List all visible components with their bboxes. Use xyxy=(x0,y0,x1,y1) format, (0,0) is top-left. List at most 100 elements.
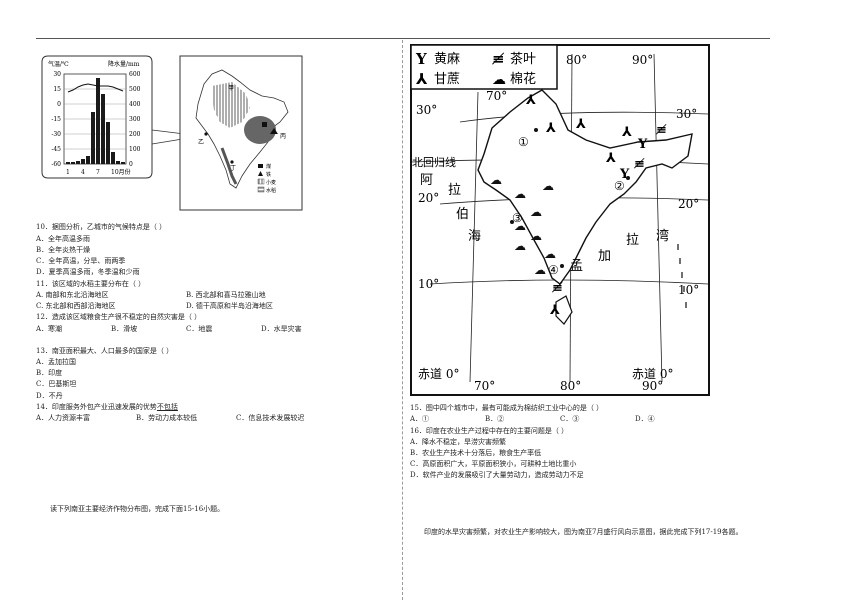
sugarcane-icon: ⅄ xyxy=(546,121,556,136)
q11-option-c: C. 东北部和西部沿海地区 xyxy=(36,302,116,310)
q11-stem: 11．该区域的水稻主要分布在（ ） xyxy=(36,280,146,288)
legend-cotton: 棉花 xyxy=(510,71,536,87)
tropic-label: 北回归线 xyxy=(412,155,456,169)
temp-tick: 0 xyxy=(57,101,61,108)
jute-icon: Y xyxy=(415,50,427,68)
top-rule xyxy=(36,38,770,39)
q13-option-d: D．不丹 xyxy=(36,392,63,400)
cotton-icon: ☁ xyxy=(514,239,526,253)
city-3-dot xyxy=(510,220,514,224)
bay-char: 拉 xyxy=(626,233,639,248)
city-3-label: ③ xyxy=(512,211,523,225)
precip-bar xyxy=(91,112,95,164)
sugarcane-icon: ⅄ xyxy=(526,93,536,108)
city-1-label: ① xyxy=(518,135,529,149)
temp-tick: -60 xyxy=(51,161,61,168)
lon-bottom-80: 80° xyxy=(560,379,581,393)
tea-icon: ≢ xyxy=(634,157,645,172)
q12-option-d: D．水旱灾害 xyxy=(261,325,302,333)
precip-tick: 200 xyxy=(129,131,141,138)
precip-tick: 400 xyxy=(129,101,141,108)
precip-bar xyxy=(86,156,90,164)
cotton-icon: ☁ xyxy=(490,173,502,187)
q10-option-b: B．全年炎热干燥 xyxy=(36,246,91,254)
island-dots xyxy=(677,244,687,308)
q12-option-a: A．寒潮 xyxy=(36,325,63,333)
lat-right-30: 30° xyxy=(676,107,697,121)
parallel-10 xyxy=(429,279,709,285)
label-bing: 丙 xyxy=(280,133,286,140)
jute-icon: Y xyxy=(637,137,648,152)
q16-option-c: C．高原面积广大，平原面积狭小，可耕种土地比重小 xyxy=(410,460,577,468)
temp-curve xyxy=(67,83,124,93)
precip-bar xyxy=(76,161,80,164)
q16-stem: 16．印度在农业生产过程中存在的主要问题是（ ） xyxy=(410,427,569,435)
wheat-region xyxy=(212,82,250,128)
legend-rice: 水稻 xyxy=(266,187,276,194)
sea-char: 阿 xyxy=(420,173,433,188)
precip-tick: 100 xyxy=(129,146,141,153)
lon-inner-70: 70° xyxy=(486,89,507,103)
q13-stem: 13．南亚面积最大、人口最多的国家是（ ） xyxy=(36,347,174,355)
precip-bar xyxy=(81,159,85,164)
precip-tick-labels: 600 500 400 300 200 100 0 xyxy=(129,71,141,168)
lon-top-80: 80° xyxy=(566,53,587,67)
city-4-label: ④ xyxy=(548,263,559,277)
cotton-icon: ☁ xyxy=(544,247,556,261)
q11-option-a: A. 南部和东北沿海地区 xyxy=(36,291,109,299)
city-markers: ① ② ③ ④ xyxy=(510,128,630,277)
q14-stem: 14．印度服务外包产业迅速发展的优势不包括 xyxy=(36,403,178,412)
q10-option-a: A．全年高温多雨 xyxy=(36,235,91,243)
cotton-symbols: ☁ ☁ ☁ ☁ ☁ ☁ ☁ ☁ ☁ xyxy=(490,173,556,277)
rice-coast xyxy=(220,147,238,185)
temp-tick-labels: 30 15 0 -15 -30 -45 -60 xyxy=(51,71,61,168)
sea-char: 拉 xyxy=(448,183,461,198)
month-tick: 4 xyxy=(81,169,85,176)
month-tick: 10月份 xyxy=(111,168,131,176)
precip-bars xyxy=(66,78,125,164)
column-divider xyxy=(402,40,403,600)
sea-char: 伯 xyxy=(456,207,469,222)
sea-char: 海 xyxy=(468,229,481,244)
coal-marker xyxy=(262,122,267,127)
legend-wheat: 小麦 xyxy=(266,179,276,186)
sugarcane-icon: ⅄ xyxy=(416,70,428,88)
month-tick: 1 xyxy=(66,169,70,176)
month-tick-labels: 1 4 7 10月份 xyxy=(66,168,131,176)
rice-region xyxy=(244,116,276,144)
lat-left-10: 10° xyxy=(418,277,439,291)
q14-stem-emphasis: 不包括 xyxy=(156,403,178,411)
q15-option-d: D．④ xyxy=(635,415,655,423)
temp-tick: 30 xyxy=(53,71,61,78)
q15-option-c: C．③ xyxy=(560,415,580,423)
tea-icon: ≢ xyxy=(492,50,505,68)
lon-bottom-90: 90° xyxy=(642,379,663,393)
q12-option-c: C．地震 xyxy=(186,325,213,333)
q14-stem-text: 14．印度服务外包产业迅速发展的优势 xyxy=(36,403,157,411)
q16-option-a: A．降水不稳定，旱涝灾害频繁 xyxy=(410,438,507,446)
q13-option-a: A．孟加拉国 xyxy=(36,358,77,366)
q11-option-b: B. 西北部和喜马拉雅山地 xyxy=(186,291,266,299)
sri-lanka xyxy=(555,295,573,325)
cotton-icon: ☁ xyxy=(514,187,526,201)
legend-tea: 茶叶 xyxy=(510,51,536,67)
label-jia: 甲 xyxy=(228,85,234,92)
q10-option-c: C．全年高温，分旱、雨两季 xyxy=(36,257,126,265)
intro-15-16: 读下列南亚主要经济作物分布图，完成下面15-16小题。 xyxy=(50,505,225,513)
q13-option-c: C．巴基斯坦 xyxy=(36,380,77,388)
sugarcane-icon: ⅄ xyxy=(576,117,586,132)
q11-option-d: D. 德干高原和半岛沿海地区 xyxy=(186,302,273,310)
precip-tick: 500 xyxy=(129,86,141,93)
city-yi-dot xyxy=(204,132,208,136)
lat-left-20: 20° xyxy=(418,191,439,205)
temp-tick: 15 xyxy=(53,86,61,93)
month-tick: 7 xyxy=(96,169,100,176)
precip-bar xyxy=(106,122,110,164)
bay-of-bengal-label: 孟 加 拉 湾 xyxy=(570,228,669,274)
q16-option-d: D．软件产业的发展吸引了大量劳动力，造成劳动力不足 xyxy=(410,471,584,479)
tea-icon: ≢ xyxy=(656,123,667,138)
bay-char: 湾 xyxy=(656,228,669,244)
precip-bar xyxy=(66,162,70,164)
legend-rice-swatch xyxy=(257,186,265,193)
lon-top-90: 90° xyxy=(632,53,653,67)
